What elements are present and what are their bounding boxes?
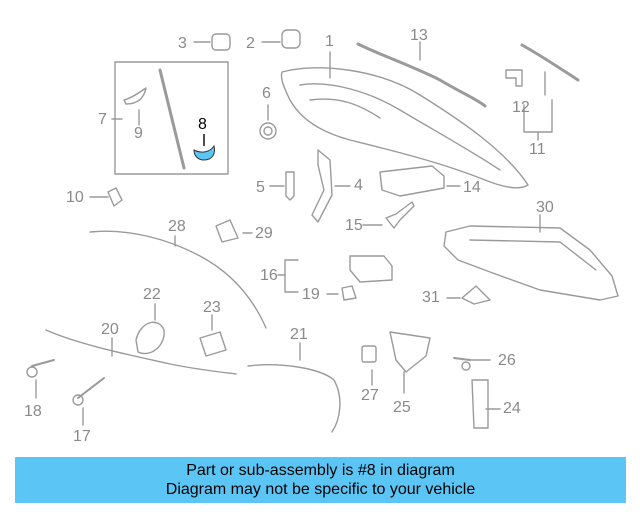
label-27: 27 (361, 387, 379, 404)
label-23: 23 (203, 299, 221, 316)
part-8-highlighted (193, 144, 215, 161)
label-16: 16 (260, 267, 278, 284)
parts-diagram: 3 2 1 13 6 7 8 9 12 11 10 5 4 14 15 30 2… (24, 27, 619, 445)
banner-line-1: Part or sub-assembly is #8 in diagram (186, 462, 455, 479)
label-10: 10 (66, 189, 84, 206)
label-30: 30 (536, 199, 554, 216)
group-box-7 (114, 61, 229, 175)
label-6: 6 (262, 85, 271, 102)
label-20: 20 (101, 321, 119, 338)
label-15: 15 (345, 217, 363, 234)
label-31: 31 (422, 289, 440, 306)
label-8: 8 (198, 116, 207, 133)
label-26: 26 (498, 352, 516, 369)
label-14: 14 (463, 179, 481, 196)
part-1-hood (280, 67, 529, 189)
label-11: 11 (529, 141, 546, 158)
label-13: 13 (410, 27, 428, 44)
info-banner: Part or sub-assembly is #8 in diagram Di… (15, 457, 626, 503)
label-19: 19 (302, 286, 320, 303)
label-5: 5 (256, 179, 265, 196)
label-12: 12 (512, 99, 530, 116)
label-2: 2 (246, 35, 255, 52)
bracket-16 (284, 259, 299, 293)
label-1: 1 (325, 33, 334, 50)
banner-line-2: Diagram may not be specific to your vehi… (165, 481, 476, 498)
label-28: 28 (168, 218, 186, 235)
label-7: 7 (98, 111, 107, 128)
label-9: 9 (134, 125, 143, 142)
label-21: 21 (290, 326, 308, 343)
label-17: 17 (73, 428, 91, 445)
label-4: 4 (354, 177, 363, 194)
label-25: 25 (393, 399, 411, 416)
label-24: 24 (503, 400, 521, 417)
label-29: 29 (255, 225, 273, 242)
label-18: 18 (24, 403, 42, 420)
label-22: 22 (143, 286, 161, 303)
parts-diagram-drawing (26, 29, 619, 433)
label-3: 3 (178, 35, 187, 52)
